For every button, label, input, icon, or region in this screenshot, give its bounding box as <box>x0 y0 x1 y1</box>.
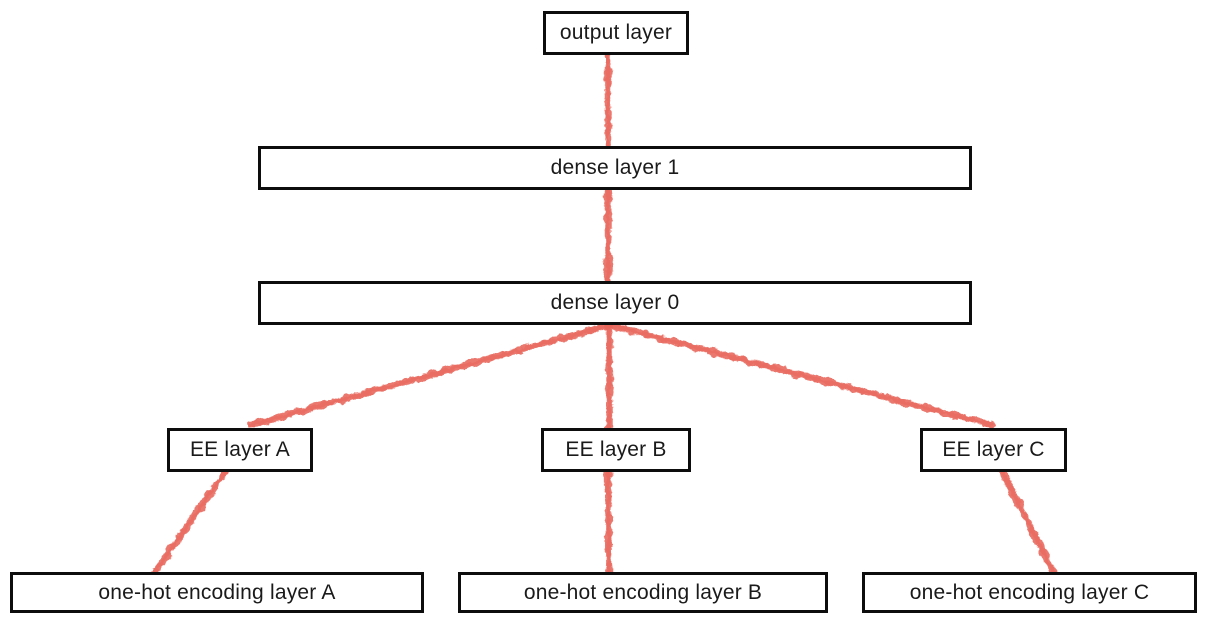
node-one-hot-encoding-layer-c: one-hot encoding layer C <box>862 572 1197 613</box>
node-one-hot-encoding-layer-a-label: one-hot encoding layer A <box>98 580 336 604</box>
edge-ee-layer-b-to-one-hot-b <box>606 469 611 575</box>
node-output-layer: output layer <box>543 11 689 55</box>
edge-ee-layer-a-to-one-hot-a <box>152 469 228 575</box>
node-ee-layer-a: EE layer A <box>167 428 313 472</box>
node-one-hot-encoding-layer-c-label: one-hot encoding layer C <box>909 580 1150 604</box>
node-dense-layer-0-label: dense layer 0 <box>550 291 680 314</box>
node-one-hot-encoding-layer-b-label: one-hot encoding layer B <box>523 580 763 604</box>
node-ee-layer-c-label: EE layer C <box>942 438 1045 461</box>
edge-dense-layer-0-to-ee-layer-a <box>249 323 612 427</box>
node-one-hot-encoding-layer-b: one-hot encoding layer B <box>458 572 828 613</box>
node-ee-layer-b-label: EE layer B <box>565 438 667 461</box>
node-ee-layer-c: EE layer C <box>920 428 1067 472</box>
node-dense-layer-1: dense layer 1 <box>258 146 972 190</box>
node-dense-layer-1-label: dense layer 1 <box>550 156 680 179</box>
node-dense-layer-0: dense layer 0 <box>258 281 972 325</box>
edge-ee-layer-c-to-one-hot-c <box>1000 469 1056 575</box>
node-output-layer-label: output layer <box>559 21 673 44</box>
node-one-hot-encoding-layer-a: one-hot encoding layer A <box>10 572 424 613</box>
edge-dense-layer-0-to-ee-layer-c <box>608 323 994 427</box>
node-ee-layer-a-label: EE layer A <box>189 438 291 461</box>
node-ee-layer-b: EE layer B <box>541 428 691 472</box>
